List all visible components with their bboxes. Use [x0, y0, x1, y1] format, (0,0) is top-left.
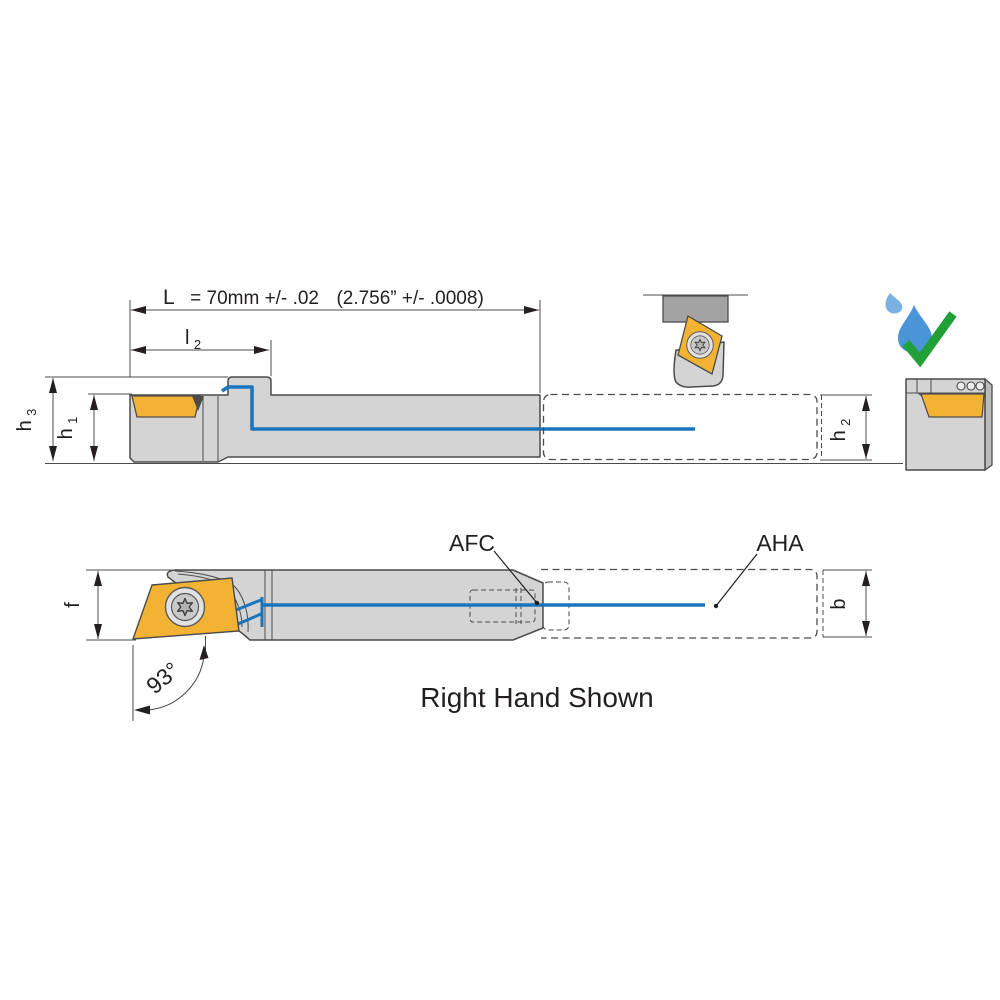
insert-side-view [131, 395, 201, 418]
torx-screw-icon [164, 586, 206, 628]
dimension-f-label: f [62, 602, 84, 608]
dimension-h3: h 3 [14, 376, 228, 461]
dimension-f: f [62, 569, 173, 641]
coolant-hole [956, 381, 966, 391]
end-view-side-face [984, 377, 993, 472]
coolant-hole [975, 381, 985, 391]
dimension-h1-label: h 1 [55, 417, 80, 440]
clamp-block [662, 295, 729, 323]
dimension-l2-label: l 2 [185, 327, 201, 352]
top-view-drawing: f b 93° AFC AHA [62, 530, 872, 721]
pocket-lip-outer [174, 570, 249, 633]
dimension-h3-label: h 3 [14, 409, 39, 432]
insert-pocket-shadow [192, 396, 204, 411]
small-droplet-icon [885, 293, 903, 314]
dimension-L-label: L = 70mm +/- .02 (2.756” +/- .0008) [163, 286, 484, 309]
aha-label: AHA [756, 530, 804, 556]
checkmark-icon [902, 311, 957, 368]
dimension-h1: h 1 [55, 393, 132, 461]
dimension-h2-label: h 2 [828, 419, 853, 442]
insert-detail-view [643, 294, 748, 388]
lead-angle-annotation: 93° [132, 636, 209, 721]
coolant-droplet-icon [898, 305, 932, 353]
coolant-capability-icon [885, 293, 957, 368]
shank-hidden-outline [542, 393, 818, 461]
lead-angle-label: 93° [141, 657, 184, 699]
dimension-L: L = 70mm +/- .02 (2.756” +/- .0008) [129, 286, 541, 393]
end-view-drawing [905, 377, 993, 472]
afc-label: AFC [449, 530, 495, 556]
dimension-b: b [823, 569, 872, 638]
aha-callout: AHA [713, 530, 804, 609]
dimension-b-label: b [828, 598, 850, 609]
torx-screw-icon [686, 331, 714, 359]
hand-orientation-caption: Right Hand Shown [420, 682, 653, 713]
coolant-hole [966, 381, 976, 391]
afc-callout: AFC [449, 530, 540, 606]
coolant-channel-side [221, 385, 695, 431]
dimension-h2: h 2 [820, 394, 872, 461]
side-view-drawing: L = 70mm +/- .02 (2.756” +/- .0008) l 2 … [14, 286, 903, 464]
dimension-l2: l 2 [131, 327, 272, 376]
side-view-tool-body [129, 376, 541, 463]
insert-end-view [920, 393, 985, 418]
